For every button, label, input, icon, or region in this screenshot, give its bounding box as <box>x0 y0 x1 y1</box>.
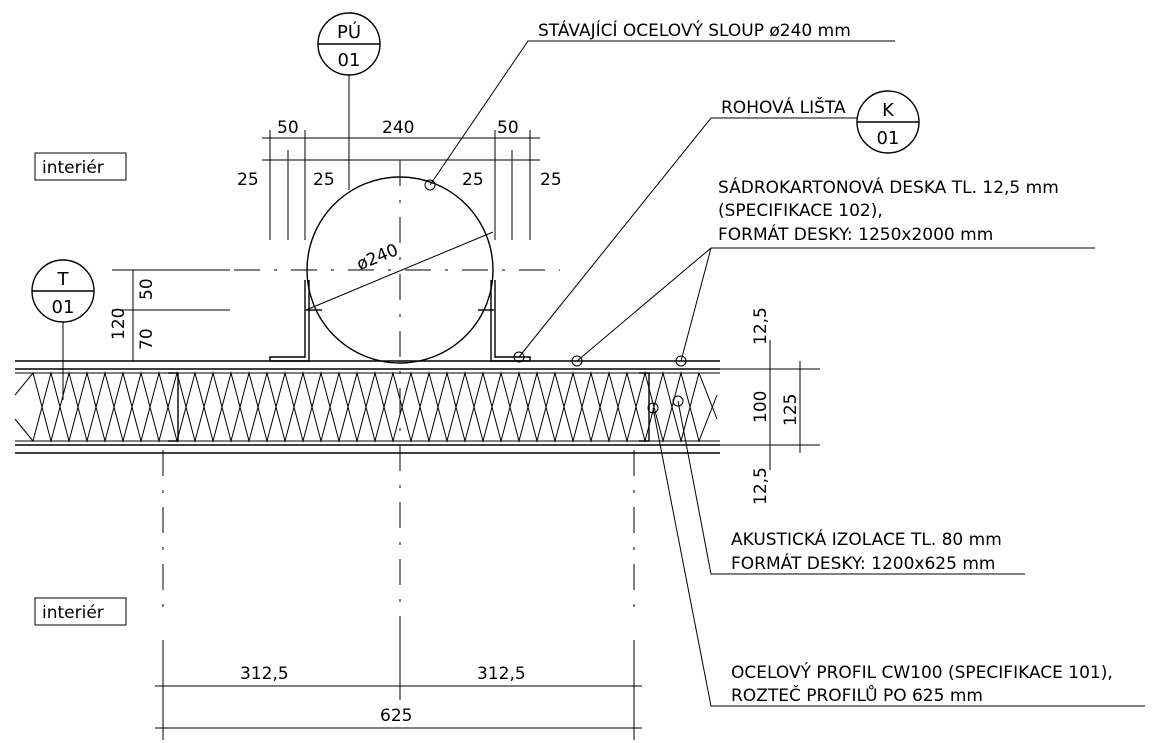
dimensions-right: 12,5 100 125 12,5 <box>720 307 820 505</box>
dimensions-bottom: 312,5 312,5 625 <box>155 640 642 740</box>
svg-text:312,5: 312,5 <box>240 664 289 684</box>
svg-text:T: T <box>57 269 70 290</box>
svg-text:ø240: ø240 <box>354 240 401 275</box>
tag-k-01: K 01 <box>856 90 920 154</box>
svg-text:25: 25 <box>313 170 335 190</box>
svg-text:(SPECIFIKACE 102),: (SPECIFIKACE 102), <box>718 201 883 221</box>
svg-text:interiér: interiér <box>42 158 104 178</box>
svg-text:ROHOVÁ LIŠTA: ROHOVÁ LIŠTA <box>721 96 846 118</box>
svg-text:25: 25 <box>237 170 259 190</box>
svg-text:STÁVAJÍCÍ OCELOVÝ SLOUP ø240 m: STÁVAJÍCÍ OCELOVÝ SLOUP ø240 mm <box>538 19 851 41</box>
svg-text:25: 25 <box>540 170 562 190</box>
svg-text:50: 50 <box>277 118 299 138</box>
room-label-bottom: interiér <box>34 597 127 626</box>
svg-text:100: 100 <box>751 391 771 423</box>
svg-text:ROZTEČ PROFILŮ PO 625 mm: ROZTEČ PROFILŮ PO 625 mm <box>731 684 983 706</box>
svg-text:OCELOVÝ PROFIL CW100 (SPECIFIK: OCELOVÝ PROFIL CW100 (SPECIFIKACE 101), <box>731 661 1113 683</box>
svg-text:01: 01 <box>52 297 75 318</box>
svg-text:interiér: interiér <box>42 603 104 623</box>
svg-text:01: 01 <box>338 50 361 71</box>
svg-text:625: 625 <box>380 706 412 726</box>
svg-text:FORMÁT DESKY: 1200x625 mm: FORMÁT DESKY: 1200x625 mm <box>731 552 995 574</box>
tag-pu-01: PÚ 01 <box>317 12 381 190</box>
svg-text:01: 01 <box>877 128 900 149</box>
wall-section <box>14 360 720 454</box>
svg-text:50: 50 <box>497 118 519 138</box>
svg-text:25: 25 <box>462 170 484 190</box>
svg-text:PÚ: PÚ <box>337 21 361 43</box>
callout-text: STÁVAJÍCÍ OCELOVÝ SLOUP ø240 mm ROHOVÁ L… <box>538 19 1113 706</box>
svg-text:FORMÁT DESKY: 1250x2000 mm: FORMÁT DESKY: 1250x2000 mm <box>718 223 993 245</box>
svg-text:125: 125 <box>781 394 801 426</box>
svg-text:12,5: 12,5 <box>751 307 771 345</box>
svg-text:50: 50 <box>137 278 157 300</box>
svg-text:70: 70 <box>137 328 157 350</box>
center-lines <box>120 160 635 690</box>
tag-t-01: T 01 <box>31 259 95 400</box>
svg-text:240: 240 <box>382 118 414 138</box>
dimensions-left: 120 50 70 <box>109 269 230 361</box>
svg-text:K: K <box>882 100 895 121</box>
svg-text:12,5: 12,5 <box>751 467 771 505</box>
dimensions-top: 50 240 50 25 25 25 25 <box>237 118 562 240</box>
angle-brackets <box>269 280 531 362</box>
room-label-top: interiér <box>34 152 127 181</box>
svg-text:SÁDROKARTONOVÁ DESKA TL. 12,5: SÁDROKARTONOVÁ DESKA TL. 12,5 mm <box>718 176 1059 198</box>
svg-text:120: 120 <box>109 308 129 340</box>
svg-text:AKUSTICKÁ IZOLACE TL. 80 mm: AKUSTICKÁ IZOLACE TL. 80 mm <box>731 528 1002 550</box>
leaders <box>424 40 1145 707</box>
svg-text:312,5: 312,5 <box>477 664 526 684</box>
